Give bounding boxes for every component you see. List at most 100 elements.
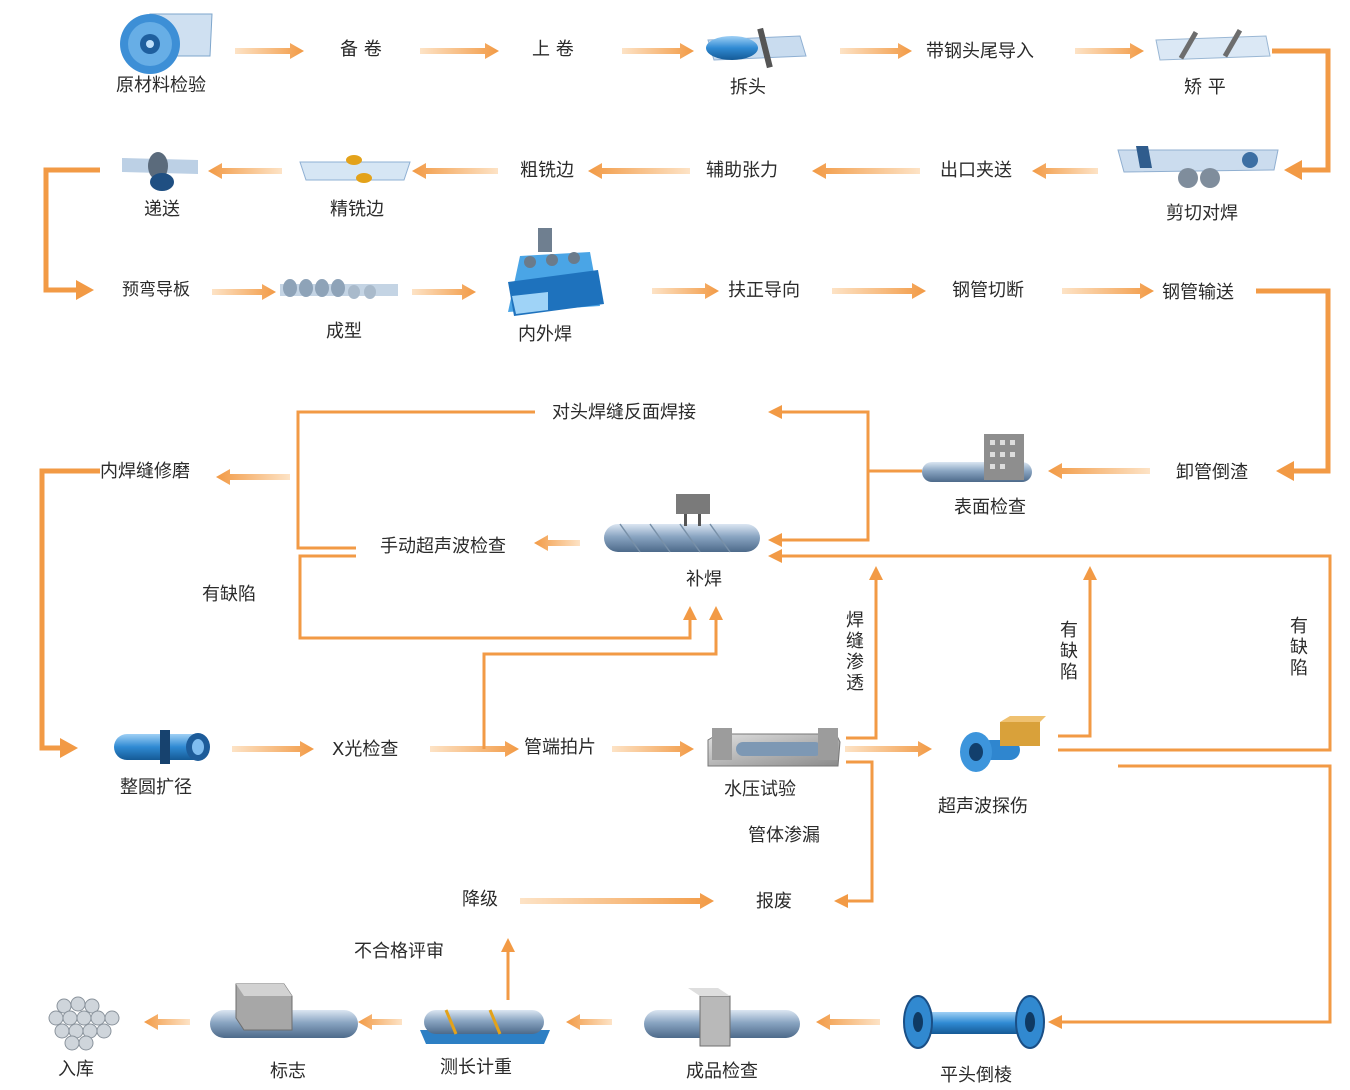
step-surface-check: 表面检查	[954, 497, 1026, 518]
measure-pipe-icon	[420, 1009, 550, 1044]
arrowhead	[834, 894, 848, 908]
step-end-film: 管端拍片	[524, 737, 596, 758]
arrow	[358, 1014, 402, 1030]
arrowhead	[1083, 566, 1097, 580]
bevel-machine-icon	[903, 995, 1045, 1049]
step-hydro: 水压试验	[724, 779, 796, 800]
step-alignment: 扶正导向	[728, 280, 800, 301]
step-manual-ut: 手动超声波检查	[380, 536, 506, 557]
connector	[43, 167, 100, 293]
arrow	[430, 741, 519, 757]
arrowhead	[683, 606, 697, 620]
connector	[1272, 48, 1331, 173]
coil-icon	[120, 13, 213, 74]
connector	[1256, 288, 1331, 474]
arrow	[566, 1014, 612, 1030]
arrowhead	[1284, 160, 1302, 180]
step-raw-inspection: 原材料检验	[116, 75, 206, 96]
feed-roll-icon	[122, 152, 198, 191]
feedback	[780, 471, 870, 542]
arrowhead	[76, 280, 94, 300]
feedback	[1058, 578, 1092, 738]
arrow	[534, 535, 580, 551]
step-forming: 成型	[326, 321, 362, 342]
arrowhead	[768, 533, 782, 547]
step-leveling: 矫 平	[1184, 77, 1226, 98]
step-scrap: 报废	[756, 891, 792, 912]
step-expand: 整圆扩径	[120, 777, 192, 798]
feedback	[780, 410, 922, 473]
step-cut-off: 钢管切断	[952, 280, 1024, 301]
arrowhead	[869, 566, 883, 580]
step-prebend: 预弯导板	[122, 280, 190, 300]
arrow	[420, 43, 499, 59]
flow-arrows-right	[212, 43, 1154, 909]
arrowhead	[1276, 461, 1294, 481]
arrowhead	[501, 938, 515, 952]
label-defect-2: 有缺陷	[1060, 620, 1078, 683]
arrow	[235, 43, 304, 59]
flow-arrows-left	[144, 163, 1150, 1030]
arrow	[812, 163, 920, 179]
arrowhead	[1048, 1015, 1062, 1029]
forming-rolls-icon	[280, 279, 398, 299]
step-feeding: 递送	[144, 199, 180, 220]
label-defect-1: 有缺陷	[202, 584, 256, 605]
welding-machine-icon	[508, 228, 604, 316]
arrow	[1062, 283, 1154, 299]
arrow	[588, 163, 690, 179]
feedback	[296, 410, 535, 550]
step-downgrade: 降级	[462, 889, 498, 910]
step-unload: 卸管倒渣	[1176, 462, 1248, 483]
step-shear-weld: 剪切对焊	[1166, 203, 1238, 224]
inspection-station-icon	[922, 434, 1032, 482]
arrowhead	[60, 738, 78, 758]
shear-welder-icon	[1117, 146, 1279, 188]
arrow	[832, 283, 926, 299]
arrow	[232, 741, 314, 757]
step-xray: X光检查	[332, 739, 399, 760]
step-aux-tension: 辅助张力	[706, 160, 778, 181]
label-seam-leak: 焊缝渗透	[846, 610, 864, 694]
step-final-check: 成品检查	[686, 1061, 758, 1082]
arrow	[144, 1014, 190, 1030]
step-in-out-weld: 内外焊	[518, 324, 572, 345]
arrow	[216, 469, 290, 485]
feedback	[298, 554, 692, 640]
arrowhead	[709, 606, 723, 620]
label-body-leak: 管体渗漏	[748, 825, 820, 846]
step-measure: 测长计重	[440, 1057, 512, 1078]
step-ut-scan: 超声波探伤	[938, 796, 1028, 817]
arrow	[212, 284, 276, 300]
arrow	[845, 741, 932, 757]
hydro-tester-icon	[707, 728, 841, 767]
step-load-coil: 上 卷	[532, 39, 574, 60]
arrow	[520, 893, 714, 909]
connector	[39, 468, 100, 751]
arrow	[622, 43, 694, 59]
feedback-lines	[296, 410, 1332, 1024]
arrowhead	[768, 405, 782, 419]
expander-icon	[114, 730, 210, 764]
arrow	[840, 43, 912, 59]
step-unhead: 拆头	[730, 77, 766, 98]
connector-lines	[39, 48, 1331, 751]
feedback	[846, 578, 878, 740]
arrow	[816, 1014, 880, 1030]
step-inner-grind: 内焊缝修磨	[100, 461, 190, 482]
step-prepare-coil: 备 卷	[340, 39, 382, 60]
step-conveying: 钢管输送	[1162, 282, 1234, 303]
ut-tester-icon	[960, 716, 1046, 772]
arrow	[612, 741, 694, 757]
step-rough-mill: 粗铣边	[520, 160, 574, 181]
step-repair-weld: 补焊	[686, 569, 722, 590]
step-nc-review: 不合格评审	[354, 941, 444, 962]
arrow	[652, 283, 719, 299]
connector-arrowheads	[60, 160, 1302, 758]
arrow	[1032, 163, 1098, 179]
step-back-weld: 对头焊缝反面焊接	[552, 402, 696, 423]
repair-weld-pipe-icon	[604, 494, 760, 553]
step-lead-in: 带钢头尾导入	[926, 41, 1034, 62]
arrow	[412, 284, 476, 300]
